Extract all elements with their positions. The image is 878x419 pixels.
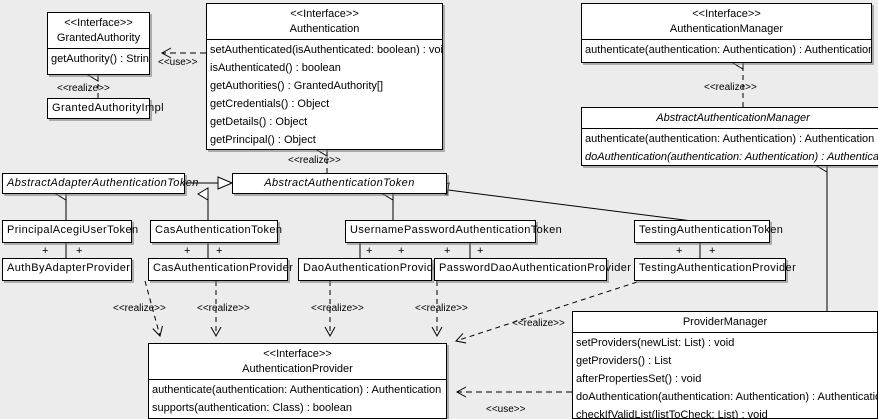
- stereotype-interface: <<Interface>>: [692, 8, 761, 20]
- stereotype-interface: <<Interface>>: [290, 8, 359, 20]
- class-authentication-provider-methods: authenticate(authentication: Authenticat…: [149, 380, 446, 418]
- class-authentication-provider-header: <<Interface>> AuthenticationProvider: [149, 344, 446, 380]
- edge-label-realize-cas-provider: <<realize>>: [197, 303, 250, 314]
- association-multiplicity-plus: +: [444, 245, 451, 257]
- method-row: afterPropertiesSet() : void: [576, 373, 702, 385]
- class-name: GrantedAuthorityImpl: [52, 102, 164, 114]
- class-authentication-manager-header: <<Interface>> AuthenticationManager: [582, 4, 871, 40]
- method-row: getProviders() : List: [576, 355, 672, 367]
- association-multiplicity-plus: +: [184, 245, 191, 257]
- edge-label-realize-abstract-token: <<realize>>: [288, 155, 341, 166]
- association-multiplicity-plus: +: [398, 245, 405, 257]
- class-name: ProviderManager: [682, 316, 768, 328]
- class-abstract-authentication-manager[interactable]: AbstractAuthenticationManager authentica…: [581, 107, 878, 166]
- class-abstract-adapter-authentication-token[interactable]: AbstractAdapterAuthenticationToken: [2, 173, 199, 194]
- edge-label-use-provider-manager: <<use>>: [486, 404, 526, 415]
- class-name: AuthenticationProvider: [242, 363, 353, 375]
- edge-label-realize-abstract-manager: <<realize>>: [704, 82, 757, 93]
- stereotype-interface: <<Interface>>: [263, 348, 332, 360]
- class-provider-manager[interactable]: ProviderManager setProviders(newList: Li…: [572, 311, 878, 419]
- class-granted-authority[interactable]: <<Interface>> GrantedAuthority getAuthor…: [47, 12, 150, 75]
- class-granted-authority-methods: getAuthority() : String: [48, 49, 149, 69]
- method-row: getAuthority() : String: [51, 53, 149, 65]
- class-name: PasswordDaoAuthenticationProvider: [439, 262, 632, 274]
- method-row: authenticate(authentication: Authenticat…: [585, 44, 871, 56]
- class-name: AbstractAuthenticationManager: [656, 112, 810, 124]
- edge-label-use-granted-authority: <<use>>: [158, 57, 198, 68]
- association-multiplicity-plus: +: [676, 245, 683, 257]
- method-row: getDetails() : Object: [210, 116, 308, 128]
- class-principal-acegi-user-token[interactable]: PrincipalAcegiUserToken: [2, 220, 139, 243]
- class-name: UsernamePasswordAuthenticationToken: [350, 224, 563, 236]
- class-password-dao-authentication-provider[interactable]: PasswordDaoAuthenticationProvider: [434, 258, 632, 281]
- class-auth-by-adapter-provider[interactable]: AuthByAdapterProvider: [2, 258, 132, 281]
- method-row: getPrincipal() : Object: [210, 134, 316, 146]
- class-authentication-manager-methods: authenticate(authentication: Authenticat…: [582, 40, 871, 60]
- method-row: checkIfValidList(listToCheck: List) : vo…: [576, 409, 768, 419]
- method-row: authenticate(authentication: Authenticat…: [152, 384, 442, 396]
- class-name: TestingAuthenticationProvider: [639, 262, 797, 274]
- edge-label-realize-auth-by-adapter-provider: <<realize>>: [113, 303, 166, 314]
- class-name: AuthenticationManager: [669, 23, 784, 35]
- association-multiplicity-plus: +: [42, 245, 49, 257]
- class-authentication[interactable]: <<Interface>> Authentication setAuthenti…: [206, 3, 443, 150]
- class-abstract-authentication-manager-methods: authenticate(authentication: Authenticat…: [582, 129, 878, 167]
- method-row: isAuthenticated() : boolean: [210, 62, 341, 74]
- method-row: authenticate(authentication: Authenticat…: [585, 133, 875, 145]
- class-name: Authentication: [289, 23, 360, 35]
- method-row: getAuthorities() : GrantedAuthority[]: [210, 80, 384, 92]
- association-multiplicity-plus: +: [366, 245, 373, 257]
- class-cas-authentication-provider[interactable]: CasAuthenticationProvider: [148, 258, 294, 281]
- method-row: setAuthenticated(isAuthenticated: boolea…: [210, 44, 442, 56]
- class-granted-authority-header: <<Interface>> GrantedAuthority: [48, 13, 149, 49]
- class-name: CasAuthenticationToken: [155, 224, 283, 236]
- class-name: CasAuthenticationProvider: [153, 262, 294, 274]
- association-multiplicity-plus: +: [477, 245, 484, 257]
- edge-label-realize-password-dao-provider: <<realize>>: [415, 303, 468, 314]
- class-dao-authentication-provider[interactable]: DaoAuthenticationProvider: [298, 258, 444, 281]
- class-name: TestingAuthenticationToken: [639, 224, 784, 236]
- method-row: doAuthentication(authentication: Authent…: [576, 391, 877, 403]
- class-authentication-provider[interactable]: <<Interface>> AuthenticationProvider aut…: [148, 343, 447, 419]
- class-name: AuthByAdapterProvider: [7, 262, 131, 274]
- class-name: AbstractAuthenticationToken: [264, 177, 415, 189]
- class-authentication-header: <<Interface>> Authentication: [207, 4, 442, 40]
- edge-label-realize-testing-provider: <<realize>>: [512, 318, 565, 329]
- class-granted-authority-impl[interactable]: GrantedAuthorityImpl: [47, 98, 164, 119]
- class-provider-manager-header: ProviderManager: [573, 312, 877, 333]
- class-provider-manager-methods: setProviders(newList: List) : void getPr…: [573, 333, 877, 419]
- association-multiplicity-plus: +: [709, 245, 716, 257]
- method-row: setProviders(newList: List) : void: [576, 337, 735, 349]
- class-name: PrincipalAcegiUserToken: [7, 224, 139, 236]
- class-authentication-methods: setAuthenticated(isAuthenticated: boolea…: [207, 40, 442, 150]
- class-username-password-authentication-token[interactable]: UsernamePasswordAuthenticationToken: [345, 220, 563, 243]
- class-abstract-authentication-manager-header: AbstractAuthenticationManager: [582, 108, 878, 129]
- class-name: GrantedAuthority: [56, 32, 141, 44]
- method-row: getCredentials() : Object: [210, 98, 330, 110]
- class-abstract-authentication-token[interactable]: AbstractAuthenticationToken: [232, 173, 447, 194]
- class-authentication-manager[interactable]: <<Interface>> AuthenticationManager auth…: [581, 3, 872, 63]
- class-name: AbstractAdapterAuthenticationToken: [7, 177, 199, 189]
- stereotype-interface: <<Interface>>: [64, 17, 133, 29]
- edge-label-realize-dao-provider: <<realize>>: [311, 303, 364, 314]
- class-name: DaoAuthenticationProvider: [303, 262, 444, 274]
- class-cas-authentication-token[interactable]: CasAuthenticationToken: [150, 220, 283, 243]
- class-testing-authentication-token[interactable]: TestingAuthenticationToken: [634, 220, 784, 243]
- method-row: supports(authentication: Class) : boolea…: [152, 402, 352, 414]
- association-multiplicity-plus: +: [216, 245, 223, 257]
- edge-label-realize-granted-authority-impl: <<realize>>: [57, 83, 110, 94]
- edge-testing-token-extends-abstract-token: [432, 182, 701, 223]
- association-multiplicity-plus: +: [76, 245, 83, 257]
- method-row: doAuthentication(authentication: Authent…: [585, 151, 878, 163]
- class-testing-authentication-provider[interactable]: TestingAuthenticationProvider: [634, 258, 797, 281]
